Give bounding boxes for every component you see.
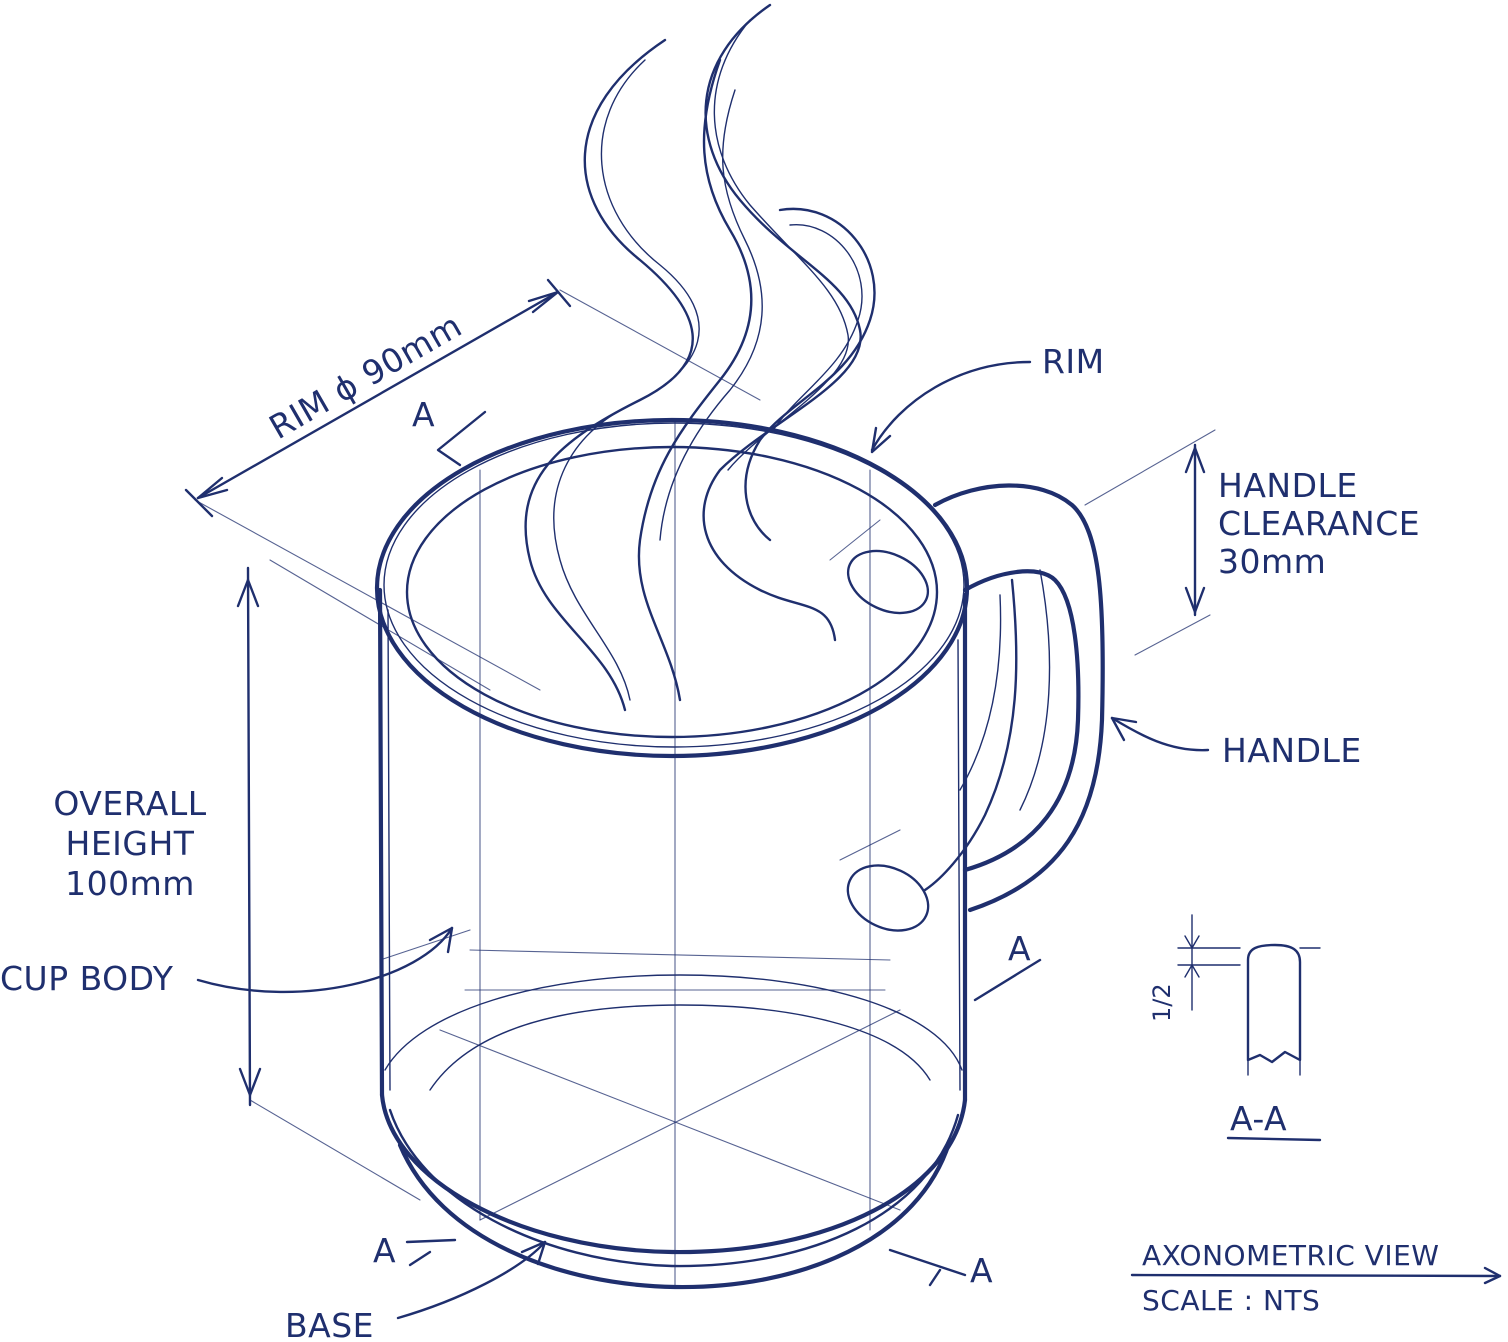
handle-callout — [1110, 716, 1210, 752]
handle-clearance-label-line1: HANDLE — [1218, 466, 1358, 505]
overall-height-label-line3: 100mm — [65, 864, 195, 903]
section-marker-top: A — [412, 395, 435, 434]
construction-lines — [194, 289, 1216, 1286]
handle-clearance-label-line3: 30mm — [1218, 542, 1326, 581]
rim-diameter-dimension — [184, 278, 572, 518]
overall-height-label-line1: OVERALL — [53, 784, 206, 823]
title-block — [1130, 1266, 1502, 1285]
rim-diameter-label: RIM ϕ 90mm — [263, 306, 469, 447]
wall-thickness-label: 1/2 — [1148, 983, 1176, 1022]
base-label: BASE — [285, 1306, 374, 1342]
steam — [524, 3, 876, 712]
overall-height-label-line2: HEIGHT — [66, 824, 195, 863]
rim-callout — [870, 360, 1032, 454]
mug-handle — [846, 483, 1105, 932]
handle-clearance-dimension — [1184, 443, 1206, 617]
base-callout — [396, 1240, 547, 1320]
handle-clearance-label-line2: CLEARANCE — [1218, 504, 1420, 543]
cup-body-callout — [196, 926, 454, 994]
cup-body-label: CUP BODY — [0, 959, 174, 998]
scale-label: SCALE : NTS — [1142, 1284, 1320, 1317]
section-marker-bottom-left: A — [373, 1231, 396, 1270]
view-title: AXONOMETRIC VIEW — [1142, 1239, 1439, 1272]
section-marker-bottom-right: A — [970, 1251, 993, 1290]
overall-height-dimension — [236, 566, 262, 1107]
rim-label: RIM — [1042, 342, 1105, 381]
handle-label: HANDLE — [1222, 731, 1362, 770]
section-detail — [1177, 914, 1322, 1142]
section-markers — [405, 410, 1042, 1287]
section-title: A-A — [1230, 1099, 1287, 1138]
section-marker-right: A — [1008, 929, 1031, 968]
